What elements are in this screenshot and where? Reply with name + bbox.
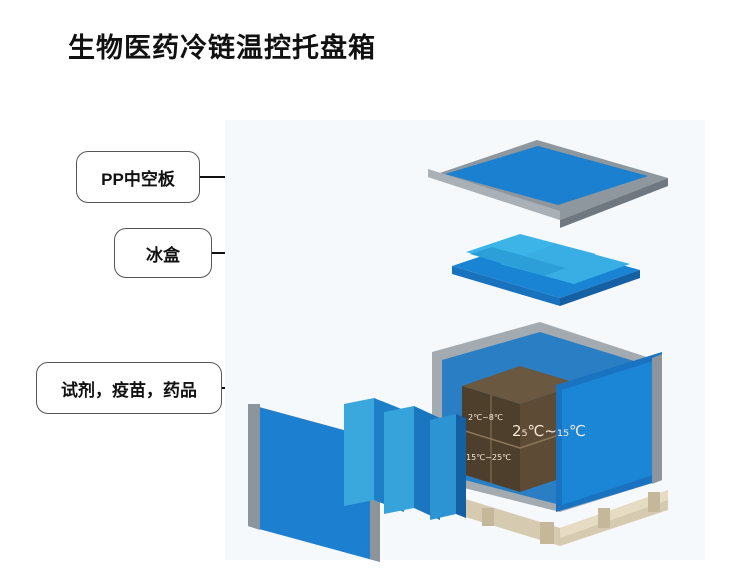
temp-zone-main: 2₅℃~₁₅℃ [512, 422, 586, 440]
temp-zone-top: 2℃~8℃ [468, 413, 503, 422]
ice-board-panels [344, 398, 466, 520]
temp-zone-bottom: 15℃~25℃ [466, 453, 511, 462]
